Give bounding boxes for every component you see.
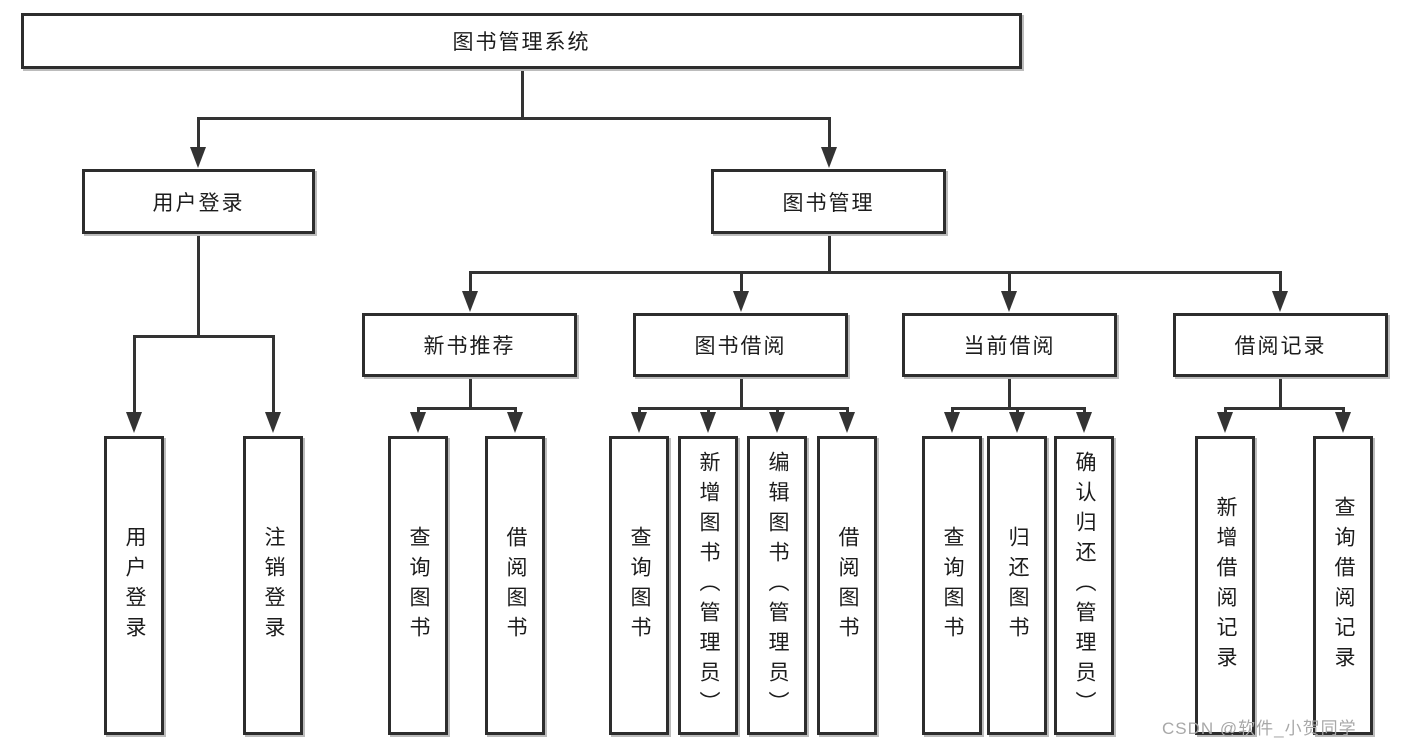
node-current-borrowing: 当前借阅 [902,313,1117,377]
connector-stem [417,407,420,414]
csdn-watermark: CSDN @软件_小贺同学 [1162,719,1357,738]
connector-stem [469,271,472,293]
connector-trunk [1279,377,1282,410]
arrowhead-down-icon [190,147,206,168]
node-new-book-recommend: 新书推荐 [362,313,577,377]
arrowhead-down-icon [1009,412,1025,433]
arrowhead-down-icon [821,147,837,168]
arrowhead-down-icon [265,412,281,433]
node-book-management: 图书管理 [711,169,946,234]
connector-stem [846,407,849,414]
node-user-login-leaf: 用户登录 [104,436,164,735]
connector-stem [1083,407,1086,414]
arrowhead-down-icon [733,291,749,312]
connector-stem [951,407,954,414]
connector-stem [828,117,831,149]
connector-trunk [197,234,200,338]
arrowhead-down-icon [700,412,716,433]
connector-stem [1279,271,1282,293]
connector-trunk [521,69,524,120]
connector-stem [272,335,275,414]
node-book-borrowing: 图书借阅 [633,313,848,377]
connector-split [469,271,1282,274]
connector-trunk [828,236,831,274]
connector-split [197,117,831,120]
arrowhead-down-icon [507,412,523,433]
arrowhead-down-icon [839,412,855,433]
connector-trunk [1008,377,1011,410]
node-query-borrow-record: 查询借阅记录 [1313,436,1373,735]
connector-stem [1008,271,1011,293]
node-add-borrow-record: 新增借阅记录 [1195,436,1255,735]
connector-stem [740,271,743,293]
node-user-login: 用户登录 [82,169,315,234]
node-return-book: 归还图书 [987,436,1047,735]
arrowhead-down-icon [1001,291,1017,312]
node-borrow-book-2: 借阅图书 [817,436,877,735]
arrowhead-down-icon [126,412,142,433]
arrowhead-down-icon [769,412,785,433]
connector-stem [1342,407,1345,414]
node-root: 图书管理系统 [21,13,1022,69]
arrowhead-down-icon [944,412,960,433]
connector-stem [133,335,136,414]
connector-split [417,407,517,410]
node-logout-leaf: 注销登录 [243,436,303,735]
connector-stem [776,407,779,414]
node-add-book-admin: 新增图书（管理员） [678,436,738,735]
node-borrowing-records: 借阅记录 [1173,313,1388,377]
arrowhead-down-icon [1272,291,1288,312]
node-confirm-return-admin: 确认归还（管理员） [1054,436,1114,735]
arrowhead-down-icon [631,412,647,433]
connector-trunk [740,377,743,410]
connector-stem [707,407,710,414]
connector-split [638,407,849,410]
node-edit-book-admin: 编辑图书（管理员） [747,436,807,735]
connector-stem [1224,407,1227,414]
arrowhead-down-icon [1335,412,1351,433]
connector-split [133,335,275,338]
arrowhead-down-icon [1076,412,1092,433]
node-query-book-1: 查询图书 [388,436,448,735]
connector-stem [638,407,641,414]
connector-stem [1016,407,1019,414]
connector-split [1224,407,1345,410]
node-query-book-2: 查询图书 [609,436,669,735]
connector-stem [197,117,200,149]
node-query-book-3: 查询图书 [922,436,982,735]
arrowhead-down-icon [462,291,478,312]
node-borrow-book-1: 借阅图书 [485,436,545,735]
arrowhead-down-icon [410,412,426,433]
connector-trunk [469,377,472,410]
connector-stem [514,407,517,414]
arrowhead-down-icon [1217,412,1233,433]
